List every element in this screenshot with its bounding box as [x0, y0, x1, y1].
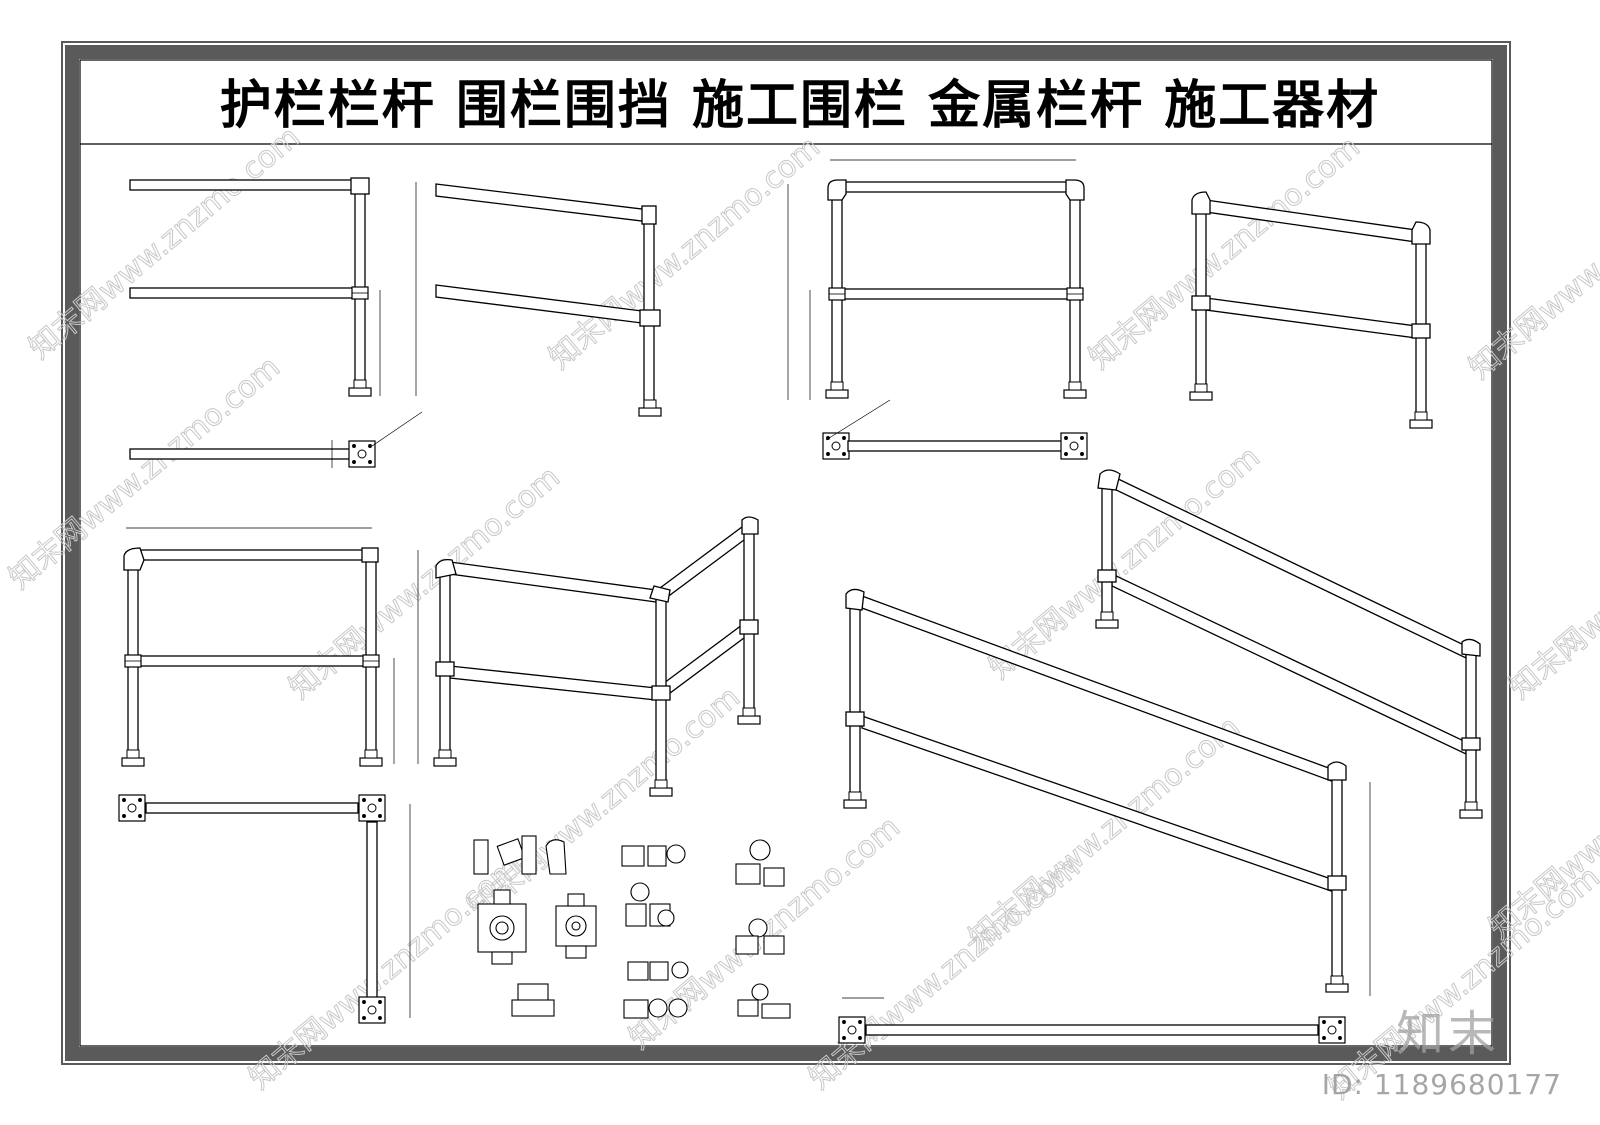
- id-label: ID: 1189680177: [1321, 1068, 1562, 1101]
- railing-plan-3: [118, 794, 411, 1024]
- railing-elevation-1: [129, 177, 417, 397]
- railing-perspective-1: [435, 183, 662, 417]
- brand-logo-text: 知末: [1395, 1006, 1500, 1062]
- railing-corner-perspective: [433, 516, 761, 797]
- fittings-detail-group-2: [621, 844, 689, 1019]
- stair-railing-plan: [838, 997, 1346, 1044]
- railing-elevation-2: [787, 159, 1087, 400]
- railing-plan-2: [822, 399, 1088, 460]
- railing-perspective-2: [1189, 191, 1433, 429]
- fittings-detail-group-3: [735, 839, 791, 1019]
- inner-frame: [79, 59, 1493, 1047]
- railing-plan-1: [129, 411, 423, 468]
- outer-frame: [61, 41, 1511, 1065]
- fittings-detail-group-1: [473, 835, 597, 1017]
- railing-elevation-3: [121, 527, 419, 767]
- stair-railing-perspective: [843, 469, 1483, 996]
- sheet-title: 护栏栏杆 围栏围挡 施工围栏 金属栏杆 施工器材: [219, 75, 1381, 136]
- frame-band: [65, 45, 1507, 1061]
